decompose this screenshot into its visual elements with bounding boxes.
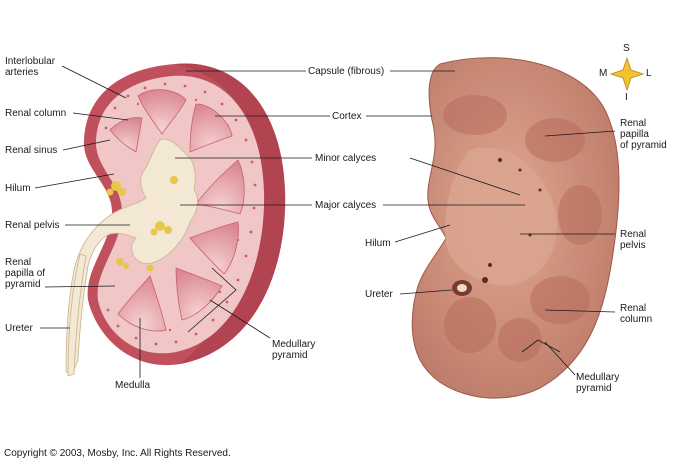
compass-star-icon bbox=[609, 56, 645, 92]
glomeruli-dots bbox=[104, 82, 257, 346]
ureter-tube bbox=[67, 253, 87, 377]
kidney-specimen bbox=[411, 57, 620, 399]
label-renal-column-left: Renal column bbox=[5, 108, 67, 119]
label-ureter-right: Ureter bbox=[365, 289, 393, 300]
label-renal-papilla-right: Renal papilla of pyramid bbox=[620, 118, 667, 151]
label-major-calyces: Major calyces bbox=[315, 200, 377, 211]
label-hilum-right: Hilum bbox=[365, 238, 391, 249]
label-interlobular-arteries: Interlobular arteries bbox=[5, 56, 56, 78]
sinus-fat bbox=[106, 176, 178, 272]
label-medulla: Medulla bbox=[115, 380, 151, 391]
specimen-sinus bbox=[445, 147, 557, 286]
compass-north-label: S bbox=[623, 43, 630, 54]
specimen-pyramids bbox=[443, 95, 602, 362]
label-ureter-left: Ureter bbox=[5, 323, 33, 334]
leader-lines bbox=[34, 65, 616, 378]
label-renal-sinus: Renal sinus bbox=[5, 145, 58, 156]
compass-rose bbox=[609, 56, 645, 92]
compass-west-label: M bbox=[599, 68, 608, 79]
label-medullary-pyramid-left: Medullary pyramid bbox=[272, 339, 316, 361]
renal-pelvis-shape bbox=[65, 138, 198, 375]
label-renal-pelvis-left: Renal pelvis bbox=[5, 220, 60, 231]
label-renal-column-right: Renal column bbox=[620, 303, 653, 325]
copyright-notice: Copyright © 2003, Mosby, Inc. All Rights… bbox=[4, 448, 231, 459]
compass-south-label: I bbox=[625, 92, 628, 103]
label-medullary-pyramid-right: Medullary pyramid bbox=[576, 372, 620, 394]
label-renal-papilla-left: Renal papilla of pyramid bbox=[5, 257, 46, 290]
label-renal-pelvis-right: Renal pelvis bbox=[620, 229, 647, 251]
illustrated-kidney bbox=[65, 63, 286, 377]
compass-east-label: L bbox=[646, 68, 652, 79]
label-cortex: Cortex bbox=[332, 111, 362, 122]
label-minor-calyces: Minor calyces bbox=[315, 153, 377, 164]
label-capsule: Capsule (fibrous) bbox=[308, 66, 385, 77]
label-hilum-left: Hilum bbox=[5, 183, 31, 194]
medullary-pyramids bbox=[109, 89, 245, 332]
